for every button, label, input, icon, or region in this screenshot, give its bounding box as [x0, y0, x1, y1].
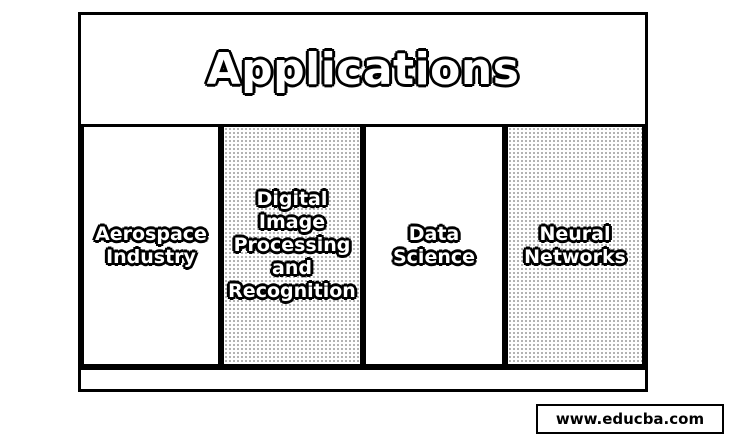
column-label: Digital Image Processing and Recognition: [228, 188, 356, 303]
label-line: Science: [392, 245, 476, 268]
application-columns: Aerospace Industry Digital Image Process…: [81, 127, 645, 367]
column-neural-networks: Neural Networks: [505, 127, 645, 367]
column-label: Aerospace Industry: [95, 223, 207, 269]
diagram-title: Applications: [206, 44, 520, 95]
column-digital-image-processing: Digital Image Processing and Recognition: [221, 127, 363, 367]
label-line: Aerospace: [95, 222, 207, 245]
label-line: and: [272, 257, 312, 279]
label-line: Digital: [256, 188, 328, 210]
label-line: Industry: [106, 245, 196, 268]
applications-diagram: Applications Aerospace Industry Digital …: [78, 12, 648, 392]
label-line: Recognition: [228, 280, 356, 302]
column-label: Data Science: [393, 223, 475, 269]
label-line: Data: [408, 222, 460, 245]
label-line: Processing: [233, 234, 351, 256]
column-aerospace-industry: Aerospace Industry: [81, 127, 221, 367]
column-label: Neural Networks: [524, 223, 626, 269]
diagram-header: Applications: [81, 15, 645, 127]
label-line: Image: [258, 211, 326, 233]
label-line: Networks: [524, 245, 626, 268]
column-data-science: Data Science: [363, 127, 505, 367]
watermark-text: www.educba.com: [555, 410, 705, 428]
diagram-footer-strip: [81, 367, 645, 389]
watermark-badge: www.educba.com: [536, 404, 724, 434]
label-line: Neural: [539, 222, 611, 245]
